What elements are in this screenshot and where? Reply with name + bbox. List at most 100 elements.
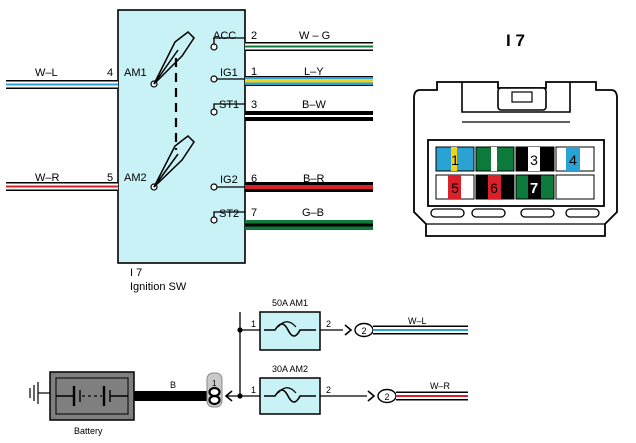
switch-component-name: Ignition SW: [130, 281, 187, 293]
pin-label-st2: 7: [251, 207, 257, 219]
fuse-am2-in-pin: 1: [251, 385, 256, 395]
connector-pin-4: 4: [555, 146, 595, 172]
latch-outer: [461, 82, 571, 113]
fuse-am2-arrow: [367, 390, 376, 402]
contact-ig1: [210, 75, 218, 83]
wire-ig1-bottom-edge: [245, 85, 373, 86]
pin-label-acc: 2: [251, 30, 257, 42]
pin-2-number: 2: [490, 152, 498, 168]
connector-pin-3: 3: [515, 146, 555, 172]
pin-7-stripe: [528, 175, 541, 199]
ground-icon: [29, 382, 50, 404]
contact-st2: [210, 216, 218, 224]
terminal-label-am1: AM1: [124, 67, 147, 79]
fusible-link-ring-2: [208, 394, 221, 406]
lead-st2: [213, 211, 245, 217]
wire-am2-stripe: [6, 185, 118, 188]
right-wire-st1: [245, 111, 373, 121]
lock-slot-4: [565, 208, 600, 218]
battery-icon: [49, 371, 135, 421]
fuse-am2-connector-pin: 2: [384, 392, 389, 402]
connector-pin-grid: 1 2 3 4 5: [435, 146, 595, 200]
pin-label-ig1: 1: [251, 66, 257, 78]
left-wire-am2: [6, 182, 118, 191]
fuse-am1-element-2: [277, 321, 297, 328]
pin-label-st1: 3: [251, 99, 257, 111]
pin-1-number: 1: [451, 152, 459, 168]
terminal-label-st2: ST2: [219, 208, 239, 220]
fusible-link-pin: 1: [212, 379, 217, 388]
wire-label-ig2: B–R: [303, 173, 324, 185]
wire-am1-stripe: [6, 83, 118, 86]
fuse-am1-box: [259, 311, 321, 351]
wire-ig1-stripe: [245, 79, 373, 83]
lock-slot-1: [430, 208, 465, 218]
pin-4-number: 4: [569, 152, 577, 168]
wire-label-am1: W–L: [35, 67, 58, 79]
pin-6-stripe: [488, 175, 501, 199]
fuse-am1-out-pin: 2: [326, 319, 331, 329]
switch-component-id: I 7: [130, 267, 142, 279]
fuse-am1-connector-pin: 2: [361, 326, 366, 336]
wire-ig2-stripe: [245, 185, 373, 189]
connector-pin-6: 6: [475, 174, 515, 200]
pin-2-stripe: [491, 147, 497, 171]
latch-knob: [511, 91, 533, 103]
terminal-label-st1: ST1: [219, 99, 239, 111]
battery-cable: [134, 391, 208, 401]
pin-4-stripe: [566, 147, 580, 171]
fuse-am2-label: 30A AM2: [272, 364, 308, 374]
right-wire-ig2: [245, 182, 373, 192]
connector-title: I 7: [506, 31, 525, 50]
battery-cable-label: B: [170, 380, 176, 390]
fuse-am2-wire-label: W–R: [430, 381, 451, 391]
fuse-am1-arrow: [344, 324, 353, 336]
contact-ig2: [210, 183, 218, 191]
ignition-switch: W–L 4 AM1 W–R 5 AM2 ACC IG1 ST1 IG2 ST: [6, 9, 373, 293]
wire-label-st1: B–W: [302, 99, 326, 111]
wire-label-am2: W–R: [35, 172, 60, 184]
pin-empty-body: [555, 174, 595, 200]
pin-label-am1: 4: [107, 67, 113, 79]
terminal-label-ig1: IG1: [220, 67, 238, 79]
wire-label-ig1: L–Y: [304, 66, 324, 78]
connector-pin-7: 7: [515, 174, 555, 200]
connector-i7: I 7 1 2 3: [413, 31, 618, 237]
lead-st1: [213, 103, 245, 109]
connector-pin-1: 1: [435, 146, 475, 172]
fuse-am2-wire-stripe: [396, 395, 468, 397]
pin-6-number: 6: [490, 180, 498, 196]
blade-link-am2: [153, 153, 179, 188]
pin-label-am2: 5: [107, 172, 113, 184]
pin-3-number: 3: [530, 152, 538, 168]
left-wire-am1: [6, 80, 118, 89]
fuse-am2-element-2: [277, 387, 297, 394]
terminal-label-acc: ACC: [213, 30, 236, 42]
fuse-am1-label: 50A AM1: [272, 298, 308, 308]
wire-label-acc: W – G: [299, 30, 330, 42]
fuse-am1: 50A AM1 1 2 2 W–L: [251, 298, 468, 351]
fuse-am2: 30A AM2 1 2 2 W–R: [251, 364, 468, 415]
lock-slot-2: [471, 208, 506, 218]
battery-label: Battery: [74, 426, 103, 436]
wire-acc-stripe: [245, 45, 373, 48]
blade-link-am1: [153, 49, 179, 85]
wire-st2-stripe: [245, 223, 373, 227]
lead-acc: [213, 37, 245, 44]
right-wire-st2: [245, 220, 373, 230]
contact-acc: [210, 43, 218, 51]
pin-7-number: 7: [530, 180, 538, 197]
lock-slot-3: [520, 208, 555, 218]
pin-5-number: 5: [451, 180, 459, 196]
right-wire-ig1: [245, 76, 373, 86]
wire-ig1-top-edge: [245, 76, 373, 77]
right-wire-acc: [245, 42, 373, 51]
wire-label-st2: G–B: [302, 207, 324, 219]
junction-dot-2: [237, 393, 243, 399]
power-circuit: Battery B 1 50A AM1 1 2 2: [29, 298, 468, 436]
connector-pin-2: 2: [475, 146, 515, 172]
pin-5-stripe: [448, 175, 461, 199]
pin-3-stripe: [528, 147, 540, 171]
fuse-am1-wire-label: W–L: [408, 316, 427, 326]
